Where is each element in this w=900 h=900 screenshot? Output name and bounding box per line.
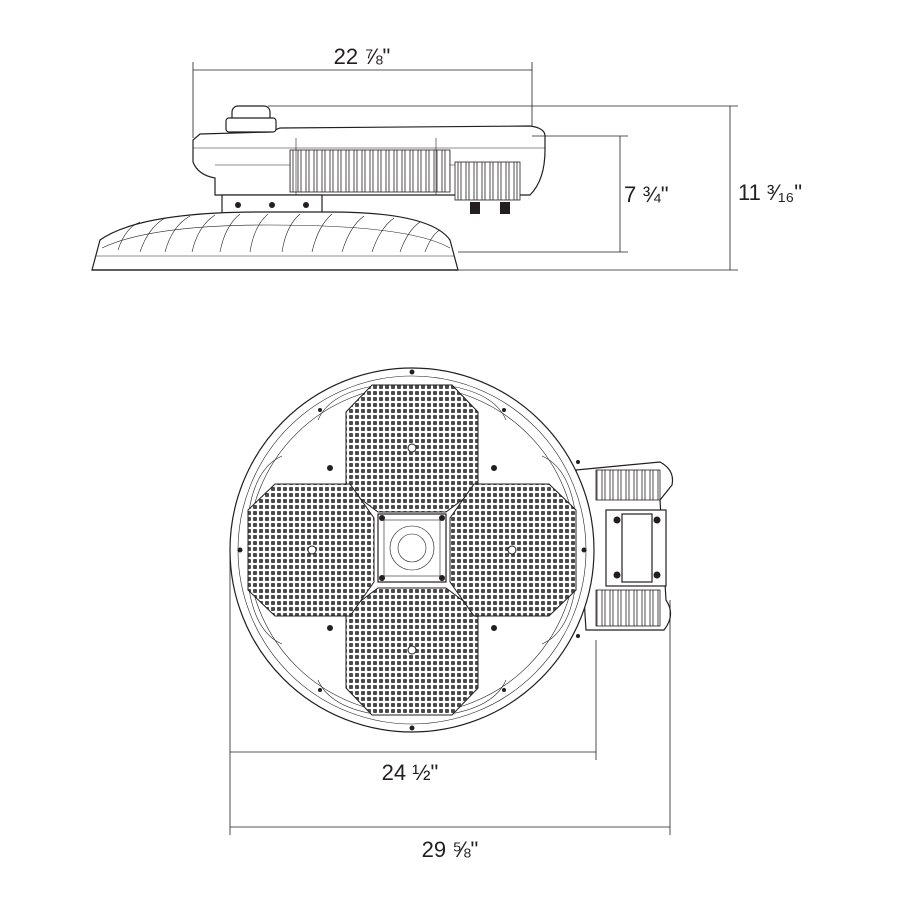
led-panel-left [247,483,375,617]
driver-box [575,461,674,631]
led-panel-bottom [345,587,479,716]
led-panel-top [345,384,479,513]
top-view: 24 ½" 29 ⅝" [229,367,674,862]
center-hub [377,513,447,583]
heatsink-dome [91,211,459,271]
dimension-top-diameter: 24 ½" [229,552,597,835]
label-top-overall-width: 29 ⅝" [422,837,479,862]
dimension-side-width: 22 ⅞" [192,44,533,138]
label-top-diameter: 24 ½" [382,760,439,785]
dimension-side-height-total: 11 ³⁄₁₆" [268,105,802,271]
label-side-width: 22 ⅞" [334,44,391,69]
led-panel-right [449,483,577,617]
heatsink-fins [117,213,441,253]
dimension-side-height-body: 7 ¾" [458,135,669,253]
dimension-top-overall-width: 29 ⅝" [230,600,671,862]
rim-fasteners [237,369,587,731]
side-view: 22 ⅞" [91,44,802,271]
driver-housing [192,105,546,216]
label-side-height-body: 7 ¾" [624,182,669,207]
label-side-height-total: 11 ³⁄₁₆" [738,180,802,205]
